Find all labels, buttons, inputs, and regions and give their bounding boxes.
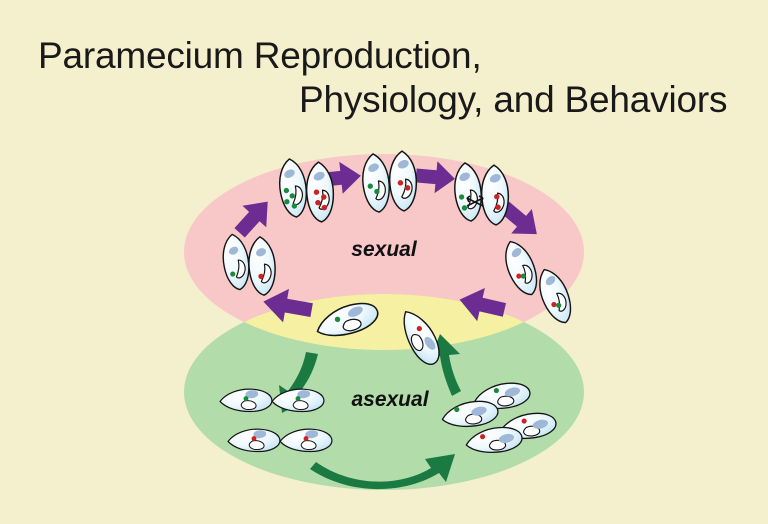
arrow-sexual-3 [415,161,455,194]
sexual-cycle-arrows [234,161,537,323]
stage-3-degeneration [359,149,419,215]
page-title: Paramecium Reproduction, Physiology, and… [0,0,768,122]
life-cycle-diagram: sexual asexual [0,132,768,524]
stage-1-paired-cells [219,231,278,297]
stage-7-binary-fission [219,388,333,453]
arrow-sexual-6 [263,288,313,323]
stage-6-recombinant-cells [312,296,447,370]
page-title-line-1: Paramecium Reproduction, [38,35,482,76]
stage-8-clonal-population [439,379,559,457]
page-title-line-2: Physiology, and Behaviors [299,79,728,120]
stage-4-exchange [451,160,511,227]
nuclear-exchange-crossing-arrows [466,195,484,207]
dividing-pair-green [219,388,325,413]
asexual-region-label: asexual [351,388,429,411]
arrow-asexual-2 [310,454,455,490]
stage-2-meiosis [275,156,336,224]
arrow-sexual-1 [234,201,268,238]
stage-5-exconjugants [497,236,579,328]
dividing-pair-red [227,428,333,453]
sexual-region-label: sexual [351,238,418,261]
arrow-sexual-4 [500,201,537,235]
arrow-sexual-5 [459,287,507,322]
